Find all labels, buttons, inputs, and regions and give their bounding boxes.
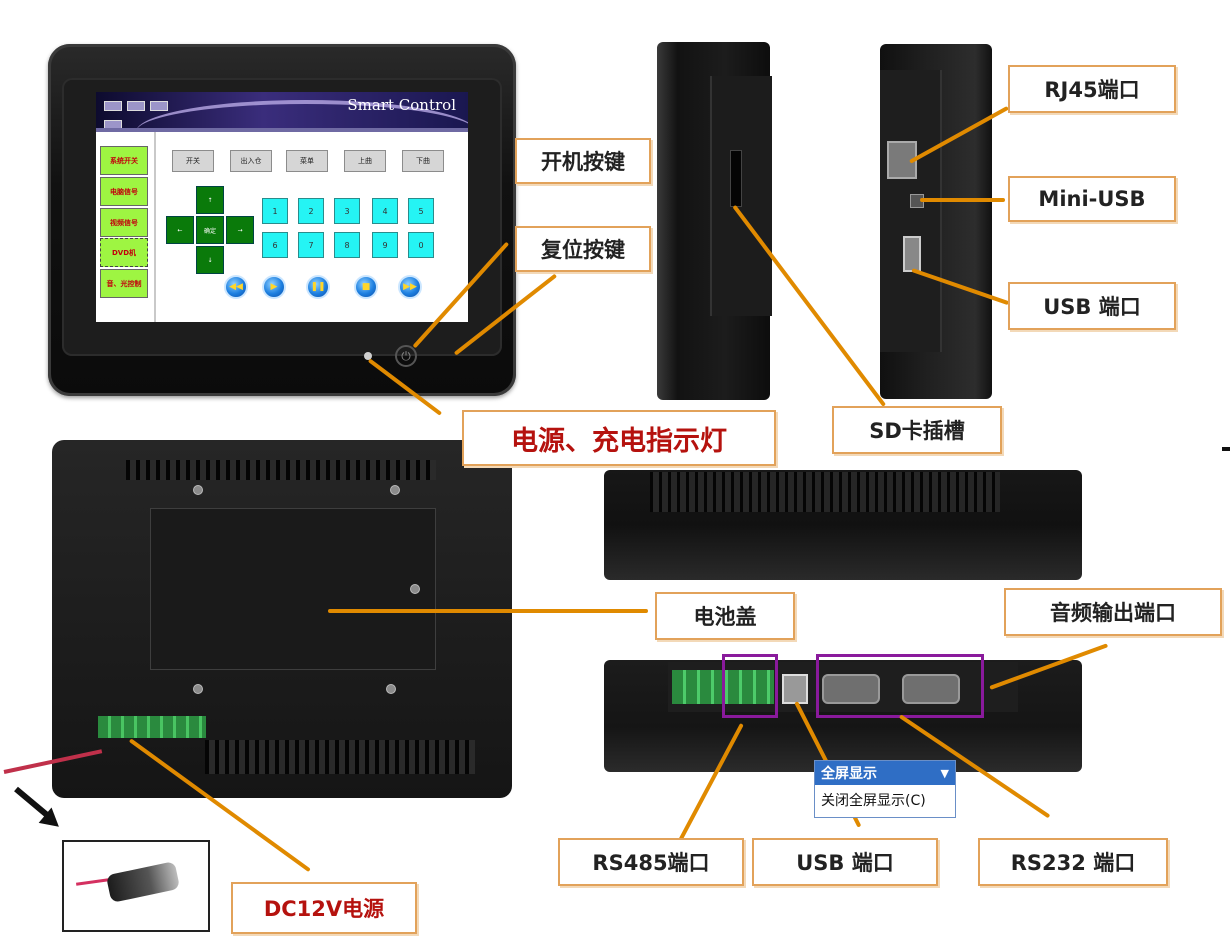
label-audio-out: 音频输出端口 — [1004, 588, 1222, 636]
play-icon[interactable]: ▶ — [262, 275, 286, 299]
fullscreen-context-menu[interactable]: 全屏显示 ▼ 关闭全屏显示(C) — [814, 760, 956, 818]
edge-mark — [1222, 447, 1230, 451]
top-button-menu[interactable]: 菜单 — [286, 150, 328, 172]
context-menu-header[interactable]: 全屏显示 ▼ — [815, 761, 955, 785]
screw-icon — [193, 684, 203, 694]
screw-icon — [386, 684, 396, 694]
label-mini-usb: Mini-USB — [1008, 176, 1176, 222]
arrow-down-right-icon — [14, 786, 49, 818]
top-button-prev[interactable]: 上曲 — [344, 150, 386, 172]
dc-terminal-block — [98, 716, 206, 738]
leader-line-mini-usb — [920, 198, 1005, 202]
rewind-icon[interactable]: ◀◀ — [224, 275, 248, 299]
label-power-led: 电源、充电指示灯 — [462, 410, 776, 466]
number-key-5[interactable]: 5 — [408, 198, 434, 224]
menu-item-exit-fullscreen[interactable]: 关闭全屏显示(C) — [821, 793, 926, 809]
screen-header: Smart Control — [96, 92, 468, 130]
number-key-8[interactable]: 8 — [334, 232, 360, 258]
fast-forward-icon[interactable]: ▶▶ — [398, 275, 422, 299]
dpad-ok[interactable]: 确定 — [196, 216, 224, 244]
label-rs485: RS485端口 — [558, 838, 744, 886]
power-led-icon — [364, 352, 372, 360]
header-thumbnails — [104, 96, 194, 130]
db9-port — [902, 674, 960, 704]
hmi-screen: Smart Control 系统开关 电脑信号 视频信号 DVD机 音、光控制 … — [96, 92, 468, 322]
number-key-1[interactable]: 1 — [262, 198, 288, 224]
label-rj45: RJ45端口 — [1008, 65, 1176, 113]
label-rs232: RS232 端口 — [978, 838, 1168, 886]
label-dc12v: DC12V电源 — [231, 882, 417, 934]
number-key-7[interactable]: 7 — [298, 232, 324, 258]
db9-port — [822, 674, 880, 704]
screw-icon — [193, 485, 203, 495]
label-sd-slot: SD卡插槽 — [832, 406, 1002, 454]
leader-line-battery — [328, 609, 648, 613]
screw-icon — [390, 485, 400, 495]
battery-cover — [150, 508, 436, 670]
label-reset-key: 复位按键 — [515, 226, 651, 272]
usb-port-bottom — [782, 674, 808, 704]
sd-slot — [730, 150, 742, 207]
number-key-2[interactable]: 2 — [298, 198, 324, 224]
dpad-down[interactable]: ↓ — [196, 246, 224, 274]
pause-icon[interactable]: ❚❚ — [306, 275, 330, 299]
screen-header-bar — [96, 128, 468, 132]
number-key-9[interactable]: 9 — [372, 232, 398, 258]
top-button-eject[interactable]: 出入仓 — [230, 150, 272, 172]
side-button-video-signal[interactable]: 视频信号 — [100, 208, 148, 237]
chevron-down-icon[interactable]: ▼ — [940, 766, 949, 780]
stop-icon[interactable]: ■ — [354, 275, 378, 299]
dpad-up[interactable]: ↑ — [196, 186, 224, 214]
number-key-0[interactable]: 0 — [408, 232, 434, 258]
back-vents-bottom — [205, 740, 475, 774]
header-swoosh — [136, 100, 468, 164]
top-button-next[interactable]: 下曲 — [402, 150, 444, 172]
power-symbol-icon: ⏻ — [395, 345, 417, 367]
number-key-4[interactable]: 4 — [372, 198, 398, 224]
side-button-audio-light[interactable]: 音、光控制 — [100, 269, 148, 298]
top-button-power[interactable]: 开关 — [172, 150, 214, 172]
screen-divider — [154, 132, 156, 322]
number-key-3[interactable]: 3 — [334, 198, 360, 224]
screw-icon — [410, 584, 420, 594]
screen-title: Smart Control — [347, 96, 456, 114]
number-key-6[interactable]: 6 — [262, 232, 288, 258]
side-button-system-power[interactable]: 系统开关 — [100, 146, 148, 175]
dpad-left[interactable]: ← — [166, 216, 194, 244]
context-menu-header-label: 全屏显示 — [821, 766, 877, 782]
label-usb-side: USB 端口 — [1008, 282, 1176, 330]
back-vents-top — [126, 460, 436, 480]
bottom-vents — [650, 472, 1000, 512]
label-usb-bottom: USB 端口 — [752, 838, 938, 886]
rs485-highlight — [722, 654, 778, 718]
label-power-key: 开机按键 — [515, 138, 651, 184]
device-side-right-core — [880, 70, 942, 352]
side-button-pc-signal[interactable]: 电脑信号 — [100, 177, 148, 206]
label-battery-cover: 电池盖 — [655, 592, 795, 640]
side-button-dvd[interactable]: DVD机 — [100, 238, 148, 267]
dpad-right[interactable]: → — [226, 216, 254, 244]
rs232-highlight — [816, 654, 984, 718]
usb-port-side — [903, 236, 921, 272]
